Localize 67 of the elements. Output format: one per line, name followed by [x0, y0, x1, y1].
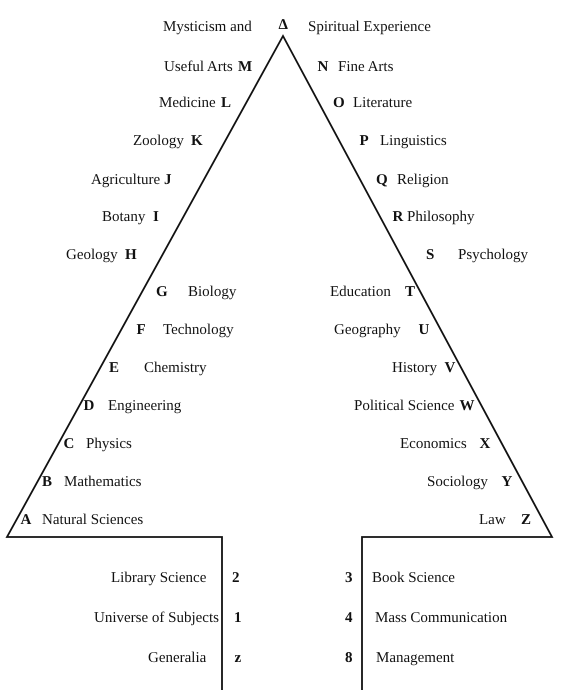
class-letter: R [392, 208, 404, 226]
class-letter: 2 [232, 569, 240, 587]
class-letter: Δ [278, 16, 288, 34]
class-letter: Y [502, 473, 512, 491]
class-letter: 4 [345, 609, 352, 627]
class-letter: S [426, 246, 434, 264]
subject-label: Philosophy [407, 208, 475, 226]
class-letter: A [20, 511, 32, 529]
subject-label: Generalia [148, 649, 206, 667]
class-letter: W [460, 397, 474, 415]
class-letter: U [418, 321, 430, 339]
subject-label: Mysticism and [163, 18, 252, 36]
class-letter: B [42, 473, 52, 491]
subject-label: Physics [86, 435, 132, 453]
subject-label: Engineering [108, 397, 182, 415]
class-letter: V [444, 359, 456, 377]
subject-label: Management [376, 649, 454, 667]
subject-label: Political Science [354, 397, 454, 415]
subject-label: Universe of Subjects [94, 609, 219, 627]
class-letter: F [136, 321, 146, 339]
class-letter: G [156, 283, 168, 301]
class-letter: Z [521, 511, 532, 529]
subject-label: Fine Arts [338, 58, 394, 76]
class-letter: 1 [234, 609, 242, 627]
subject-label: Natural Sciences [42, 511, 144, 529]
class-letter: Q [376, 171, 388, 189]
subject-label: Law [479, 511, 506, 529]
subject-label: Useful Arts [164, 58, 233, 76]
subject-label: Biology [188, 283, 236, 301]
subject-label: Mathematics [64, 473, 142, 491]
subject-label: Geography [334, 321, 401, 339]
class-letter: H [125, 246, 137, 264]
subject-label: Economics [400, 435, 467, 453]
subject-label: Book Science [372, 569, 455, 587]
subject-label: Sociology [427, 473, 488, 491]
subject-label: Botany [102, 208, 146, 226]
subject-label: Linguistics [380, 132, 447, 150]
class-letter: 3 [345, 569, 352, 587]
subject-label: Agriculture [91, 171, 160, 189]
class-letter: I [153, 208, 159, 226]
class-letter: T [405, 283, 416, 301]
class-letter: M [238, 58, 252, 76]
subject-label: Library Science [111, 569, 206, 587]
subject-label: Education [330, 283, 391, 301]
class-letter: z [234, 649, 242, 667]
subject-label: Spiritual Experience [308, 18, 431, 36]
subject-label: Religion [397, 171, 449, 189]
subject-label: Literature [353, 94, 412, 112]
class-letter: X [480, 435, 490, 453]
subject-label: History [392, 359, 437, 377]
subject-label: Medicine [159, 94, 216, 112]
subject-label: Chemistry [144, 359, 206, 377]
class-letter: J [164, 171, 172, 189]
class-letter: E [109, 359, 120, 377]
class-letter: D [84, 397, 94, 415]
class-letter: P [360, 132, 369, 150]
subject-label: Zoology [133, 132, 184, 150]
subject-label: Geology [66, 246, 118, 264]
subject-label: Technology [163, 321, 234, 339]
subject-label: Psychology [458, 246, 528, 264]
class-letter: L [221, 94, 232, 112]
class-letter: N [318, 58, 328, 76]
class-letter: C [64, 435, 74, 453]
subject-label: Mass Communication [375, 609, 508, 627]
class-letter: 8 [345, 649, 352, 667]
class-letter: O [333, 94, 345, 112]
class-letter: K [191, 132, 203, 150]
